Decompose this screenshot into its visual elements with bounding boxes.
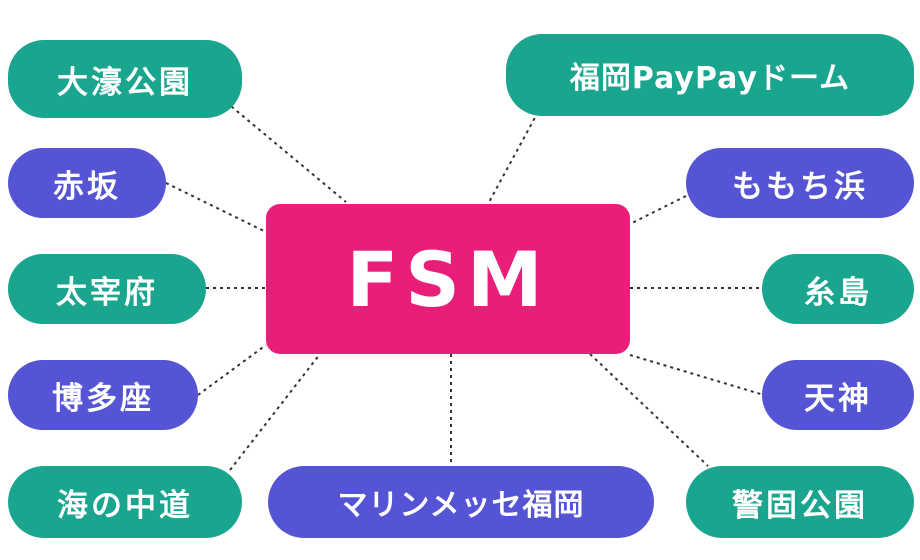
node-marine-messe: マリンメッセ福岡: [268, 466, 654, 538]
center-node-fsm: FSM: [266, 204, 630, 354]
connector-hakataza: [197, 344, 267, 396]
node-fukuoka-dome: 福岡PayPayドーム: [506, 34, 914, 116]
node-momochihama: ももち浜: [686, 148, 914, 218]
node-ohori-park: 大濠公園: [8, 40, 242, 118]
node-tenjin: 天神: [762, 360, 914, 430]
connector-uminonakamichi: [229, 353, 321, 471]
node-hakataza: 博多座: [8, 360, 198, 430]
connector-fukuoka-dome: [487, 111, 539, 205]
node-dazaifu: 太宰府: [8, 254, 206, 324]
connector-ohori-park: [225, 101, 347, 203]
node-akasaka: 赤坂: [8, 148, 166, 218]
connector-momochihama: [629, 195, 687, 225]
connector-tenjin: [629, 354, 765, 396]
connector-akasaka: [165, 182, 267, 233]
connector-keigo-park: [589, 353, 709, 467]
node-itoshima: 糸島: [762, 254, 914, 324]
node-keigo-park: 警固公園: [686, 466, 914, 538]
node-uminonakamichi: 海の中道: [8, 466, 242, 538]
